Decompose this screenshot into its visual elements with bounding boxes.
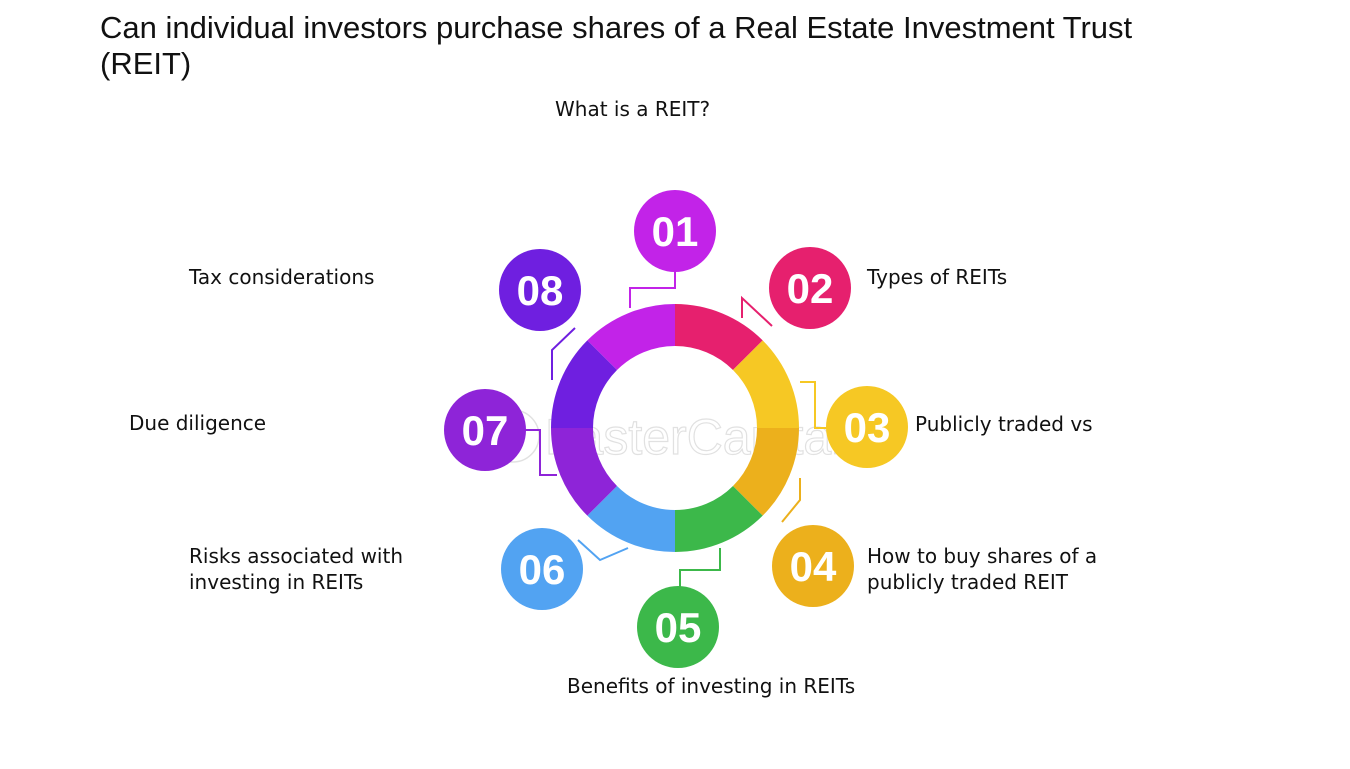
connectors bbox=[525, 268, 830, 590]
number-text-02: 02 bbox=[787, 265, 834, 312]
number-text-08: 08 bbox=[517, 267, 564, 314]
connector-06 bbox=[577, 539, 629, 562]
ring-segment-06 bbox=[587, 485, 675, 552]
number-circles: 01 02 03 04 05 06 07 08 bbox=[444, 190, 908, 668]
connector-02 bbox=[741, 295, 773, 327]
number-circle-07 bbox=[444, 389, 526, 471]
connector-07 bbox=[525, 429, 557, 476]
item-label-06: Risks associated with investing in REITs bbox=[189, 544, 404, 594]
ring-segment-02 bbox=[675, 304, 763, 371]
number-text-03: 03 bbox=[844, 404, 891, 451]
ring-segment-01 bbox=[587, 304, 675, 371]
number-circle-04 bbox=[772, 525, 854, 607]
number-circle-03 bbox=[826, 386, 908, 468]
donut-ring bbox=[551, 304, 799, 552]
number-text-05: 05 bbox=[655, 604, 702, 651]
ring-segment-07 bbox=[551, 428, 618, 516]
item-label-03: Publicly traded vs bbox=[915, 412, 1093, 436]
page-title: Can individual investors purchase shares… bbox=[100, 10, 1133, 81]
connector-03 bbox=[800, 381, 830, 429]
number-text-04: 04 bbox=[790, 543, 837, 590]
item-label-07: Due diligence bbox=[129, 411, 267, 435]
item-label-02: Types of REITs bbox=[867, 265, 1008, 289]
ring-segment-04 bbox=[732, 428, 799, 516]
number-text-07: 07 bbox=[462, 407, 509, 454]
ring-segment-08 bbox=[551, 340, 618, 428]
number-circle-05 bbox=[637, 586, 719, 668]
connector-01 bbox=[629, 268, 676, 308]
item-label-04: How to buy shares of a publicly traded R… bbox=[867, 544, 1098, 594]
number-circle-01 bbox=[634, 190, 716, 272]
ring-segment-05 bbox=[675, 485, 763, 552]
item-label-05: Benefits of investing in REITs bbox=[567, 674, 856, 698]
item-label-01: What is a REIT? bbox=[555, 97, 711, 121]
connector-05 bbox=[679, 548, 721, 590]
connector-04 bbox=[781, 478, 801, 523]
number-circle-02 bbox=[769, 247, 851, 329]
connector-08 bbox=[551, 327, 576, 380]
number-circle-06 bbox=[501, 528, 583, 610]
item-label-08: Tax considerations bbox=[189, 265, 375, 289]
ring-segment-03 bbox=[732, 340, 799, 428]
number-circle-08 bbox=[499, 249, 581, 331]
number-text-06: 06 bbox=[519, 546, 566, 593]
number-text-01: 01 bbox=[652, 208, 699, 255]
